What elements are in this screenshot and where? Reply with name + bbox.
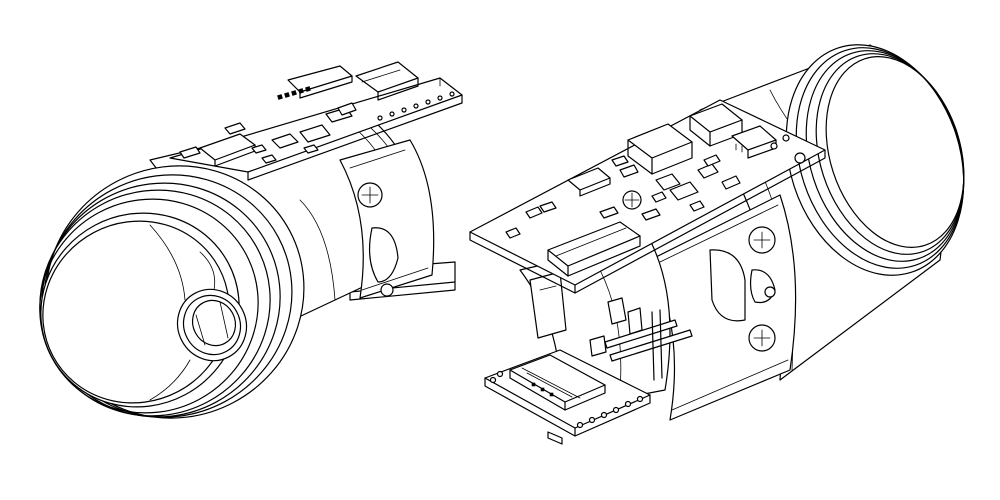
right-camera-module — [469, 44, 965, 445]
right-side-bracket — [649, 194, 797, 421]
left-small-lens — [176, 288, 248, 362]
left-side-bracket — [339, 139, 435, 299]
right-thread-rings — [785, 44, 965, 276]
right-top-pcb — [469, 99, 826, 294]
left-lens-face — [40, 212, 240, 408]
left-top-pcb — [169, 61, 463, 181]
right-inner-housing — [519, 239, 671, 411]
right-bottom-board — [484, 349, 651, 445]
left-camera-module — [39, 61, 463, 419]
right-pins — [604, 309, 693, 381]
